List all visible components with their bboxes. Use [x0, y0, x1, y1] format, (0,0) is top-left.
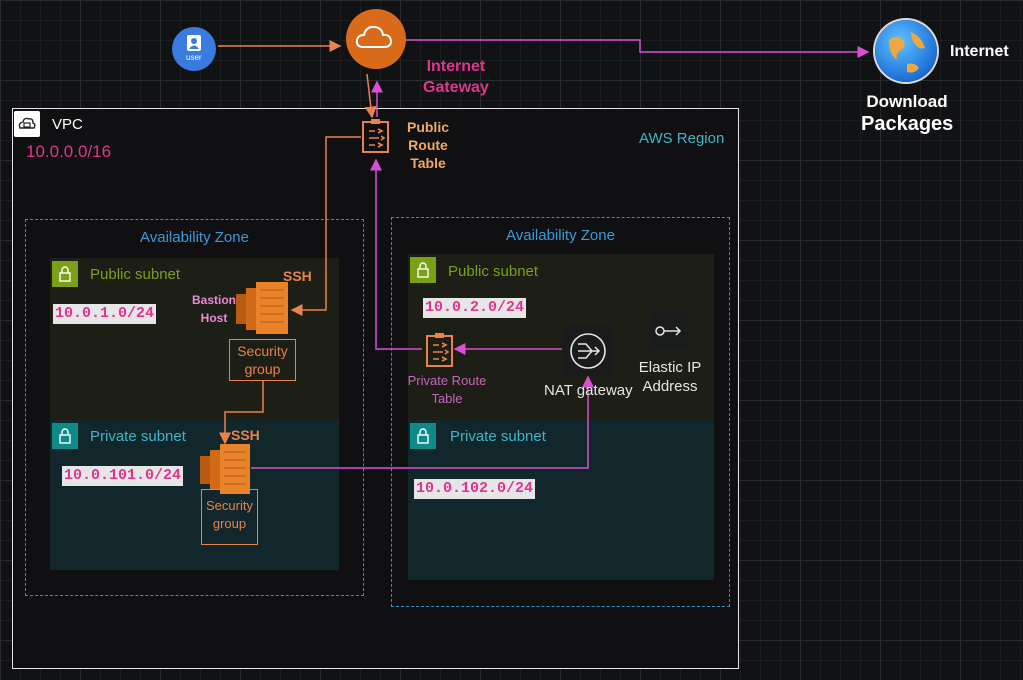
- internet-gateway-cloud-icon[interactable]: [346, 9, 406, 69]
- user-label: user: [186, 53, 202, 62]
- private-subnet-left-label: Private subnet: [90, 428, 186, 445]
- private-subnet-lock-icon: [52, 423, 78, 449]
- public-route-table-icon[interactable]: [361, 118, 390, 154]
- private-instance-ec2-icon[interactable]: [200, 444, 252, 494]
- public-subnet-left-cidr: 10.0.1.0/24: [53, 304, 157, 324]
- internet-globe-icon[interactable]: [875, 20, 937, 82]
- elastic-ip-icon[interactable]: [650, 312, 688, 350]
- public-subnet-lock-icon: [410, 257, 436, 283]
- nat-gateway-label: NAT gateway: [544, 382, 633, 399]
- igw-to-internet-arrow: [403, 39, 870, 58]
- public-subnet-left-label: Public subnet: [90, 266, 181, 283]
- igw-to-route-table-arrow: [364, 73, 377, 119]
- availability-zone-right-label: Availability Zone: [506, 227, 615, 244]
- bastion-host-ec2-icon[interactable]: [236, 282, 290, 334]
- bastion-ssh-label: SSH: [283, 268, 312, 284]
- private-to-public-route-table-arrow: [370, 158, 422, 350]
- user-icon[interactable]: [172, 27, 216, 71]
- vpc-label: VPC: [52, 116, 83, 133]
- download-packages-label: Download Packages: [861, 92, 954, 135]
- availability-zone-left: [25, 219, 364, 596]
- private-subnet-right: [408, 420, 714, 580]
- vpc-cidr: 10.0.0.0/16: [26, 142, 112, 161]
- availability-zone-left-label: Availability Zone: [140, 229, 249, 246]
- public-subnet-right-label: Public subnet: [448, 263, 539, 280]
- public-subnet-lock-icon: [52, 261, 78, 287]
- private-subnet-right-label: Private subnet: [450, 428, 546, 445]
- private-subnet-left: [50, 420, 339, 570]
- private-instance-to-nat-arrow: [251, 375, 594, 469]
- private-instance-ssh-label: SSH: [231, 427, 260, 443]
- private-subnet-left-cidr: 10.0.101.0/24: [62, 466, 184, 486]
- private-route-table-icon[interactable]: [425, 332, 454, 368]
- route-table-to-bastion-arrow: [290, 136, 361, 316]
- private-subnet-right-cidr: 10.0.102.0/24: [414, 479, 536, 499]
- aws-region-label: AWS Region: [639, 130, 725, 147]
- availability-zone-right: [391, 217, 730, 607]
- vpc-cloud-lock-icon: [14, 111, 40, 137]
- public-subnet-right-cidr: 10.0.2.0/24: [423, 298, 527, 318]
- nat-gateway-icon[interactable]: [563, 326, 613, 376]
- private-subnet-lock-icon: [410, 423, 436, 449]
- internet-label: Internet: [950, 43, 1009, 60]
- bastion-to-private-instance-arrow: [219, 381, 264, 445]
